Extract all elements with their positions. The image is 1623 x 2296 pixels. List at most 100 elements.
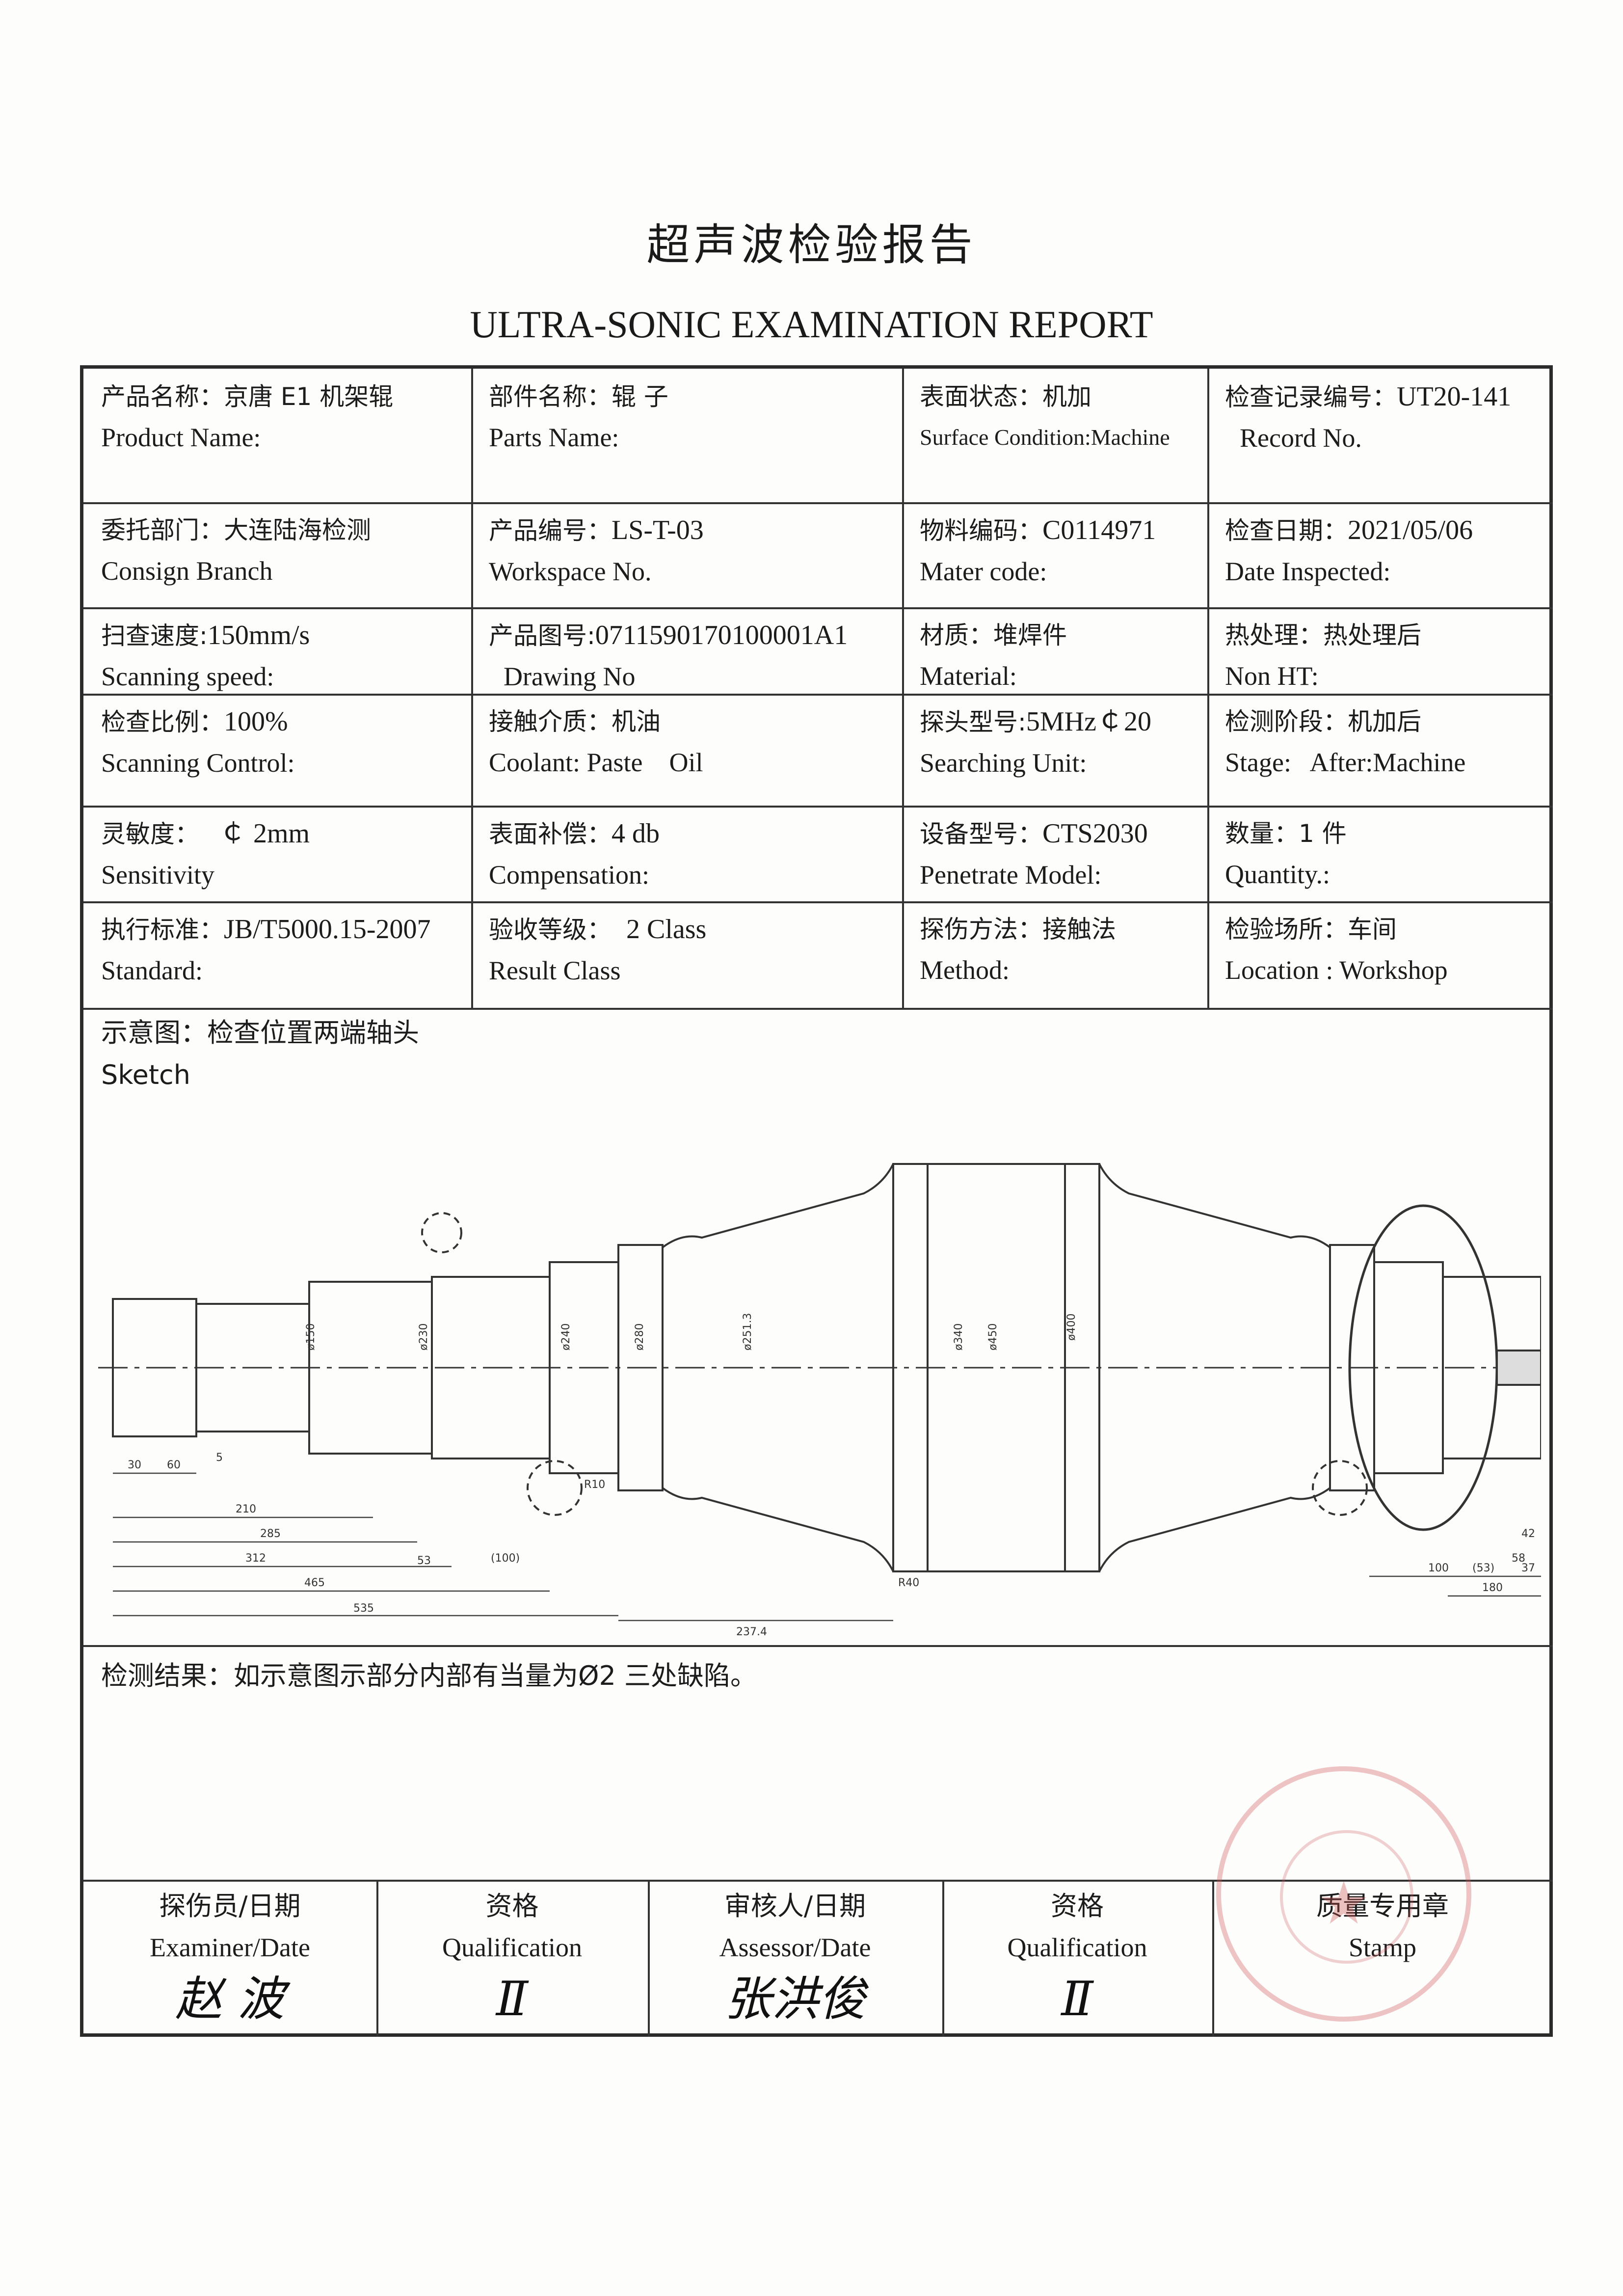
value: 机油 [612, 707, 661, 736]
value: CTS2030 [1042, 818, 1148, 849]
cell-mater-code: 物料编码：C0114971 Mater code: [902, 502, 1207, 607]
qualification-mark: Ⅱ [496, 1972, 529, 2026]
sig-examiner: 探伤员/日期 Examiner/Date 赵 波 [83, 1886, 376, 2026]
dim-label: 53 [417, 1555, 431, 1567]
cell-searching-unit: 探头型号:5MHz￠20 Searching Unit: [902, 694, 1207, 806]
cell-material: 材质：堆焊件 Material: [902, 607, 1207, 694]
label-en: Searching Unit: [920, 748, 1087, 778]
dim-label: ø240 [560, 1324, 572, 1351]
dim-label: ø450 [987, 1324, 999, 1351]
report-title-cn: 超声波检验报告 [646, 219, 977, 270]
row-divider [83, 1008, 1553, 1010]
sig-label-cn: 探伤员/日期 [159, 1891, 301, 1921]
label: 检查记录编号： [1225, 383, 1397, 411]
label: 执行标准： [101, 916, 224, 944]
value: UT20-141 [1397, 381, 1512, 412]
inspection-result: 检测结果：如示意图示部分内部有当量为Ø2 三处缺陷。 [101, 1660, 757, 1691]
value: 1 件 [1299, 819, 1347, 848]
dim-label: ø150 [305, 1324, 317, 1351]
value: 100% [224, 706, 288, 737]
roller-sketch: 30 60 5 210 285 312 465 535 53 (100) 237… [98, 1163, 1541, 1638]
seal-inner-ring [1280, 1830, 1413, 1964]
value: 0711590170100001A1 [595, 620, 848, 650]
label-en: Mater code: [920, 557, 1047, 586]
cell-date-inspected: 检查日期：2021/05/06 Date Inspected: [1207, 502, 1553, 607]
col-divider [471, 369, 473, 1008]
label-en: Stage: After:Machine [1225, 748, 1466, 777]
label-en: Method: [920, 955, 1010, 985]
value: LS-T-03 [612, 515, 704, 545]
value: 机加后 [1348, 707, 1421, 736]
label-en: Product Name: [101, 423, 261, 452]
row-divider [83, 1645, 1553, 1647]
label: 探伤方法： [920, 915, 1042, 944]
dim-label: 180 [1482, 1582, 1503, 1594]
value: 辊 子 [612, 382, 668, 411]
label-en: Compensation: [489, 860, 649, 890]
sketch-label-en: Sketch [101, 1059, 190, 1090]
dim-label: 100 [1428, 1562, 1449, 1574]
label-en: Coolant: Paste Oil [489, 748, 703, 777]
cell-consign-branch: 委托部门：大连陆海检测 Consign Branch [83, 502, 471, 607]
label-en: Non HT: [1225, 661, 1319, 691]
sig-label-en: Qualification [1007, 1933, 1147, 1962]
value: 车间 [1348, 915, 1397, 944]
value: 热处理后 [1323, 621, 1421, 649]
label-en: Scanning Control: [101, 748, 295, 778]
seal-stamp-icon: ★ [1216, 1766, 1471, 2022]
label: 表面状态： [920, 382, 1042, 411]
cell-parts-name: 部件名称：辊 子 Parts Name: [471, 369, 902, 502]
label: 扫查速度: [101, 621, 208, 650]
row-divider [83, 901, 1553, 903]
row-divider [83, 806, 1553, 808]
cell-scanning-speed: 扫查速度:150mm/s Scanning speed: [83, 607, 471, 694]
label-en: Workspace No. [489, 557, 652, 586]
label-en: Material: [920, 661, 1017, 691]
dim-label: 210 [236, 1503, 256, 1515]
dim-label: 58 [1512, 1552, 1525, 1565]
assessor-signature: 张洪俊 [724, 1972, 866, 2026]
sig-label-en: Assessor/Date [719, 1933, 871, 1962]
label-en: Quantity.: [1225, 860, 1330, 889]
label-en: Parts Name: [489, 423, 619, 452]
label-en: Location : Workshop [1225, 955, 1448, 985]
dim-label: ø251.3 [742, 1313, 754, 1351]
label-en: Record No. [1240, 423, 1362, 453]
value: 4 db [612, 818, 660, 849]
dim-label: 30 [128, 1459, 141, 1471]
cell-workspace-no: 产品编号：LS-T-03 Workspace No. [471, 502, 902, 607]
label: 检验场所： [1225, 915, 1348, 944]
sig-assessor: 审核人/日期 Assessor/Date 张洪俊 [648, 1886, 942, 2026]
sig-qualification-2: 资格 Qualification Ⅱ [942, 1886, 1212, 2026]
sig-label-cn: 资格 [1051, 1891, 1104, 1921]
label: 产品图号: [489, 621, 595, 650]
cell-result-class: 验收等级：2 Class Result Class [471, 901, 902, 1008]
dim-label: 465 [304, 1577, 325, 1589]
dim-label: (53) [1472, 1562, 1494, 1574]
value: C0114971 [1042, 515, 1156, 545]
label: 物料编码： [920, 516, 1042, 545]
dim-label: R40 [898, 1577, 919, 1589]
value: 150mm/s [207, 620, 310, 650]
row-divider [83, 694, 1553, 696]
value: JB/T5000.15-2007 [224, 914, 431, 945]
value: 堆焊件 [993, 621, 1067, 649]
label-en: Result Class [489, 956, 621, 985]
label: 检查比例： [101, 708, 224, 736]
row-divider [83, 1880, 1553, 1882]
cell-penetrate-model: 设备型号：CTS2030 Penetrate Model: [902, 806, 1207, 901]
dim-label: 237.4 [736, 1626, 767, 1638]
label: 数量： [1225, 819, 1299, 848]
label: 检测阶段： [1225, 707, 1348, 736]
dim-label: 535 [353, 1602, 374, 1615]
label: 接触介质： [489, 707, 612, 736]
sig-divider [648, 1880, 650, 2037]
report-title-en: ULTRA-SONIC EXAMINATION REPORT [470, 303, 1153, 346]
sketch-label-cn: 示意图：检查位置两端轴头 [101, 1017, 419, 1048]
label: 设备型号： [920, 820, 1042, 848]
qualification-mark: Ⅱ [1061, 1972, 1093, 2026]
cell-standard: 执行标准：JB/T5000.15-2007 Standard: [83, 901, 471, 1008]
dim-label: ø280 [634, 1324, 646, 1351]
dim-label: 37 [1521, 1562, 1535, 1574]
value: 2 Class [626, 914, 707, 945]
